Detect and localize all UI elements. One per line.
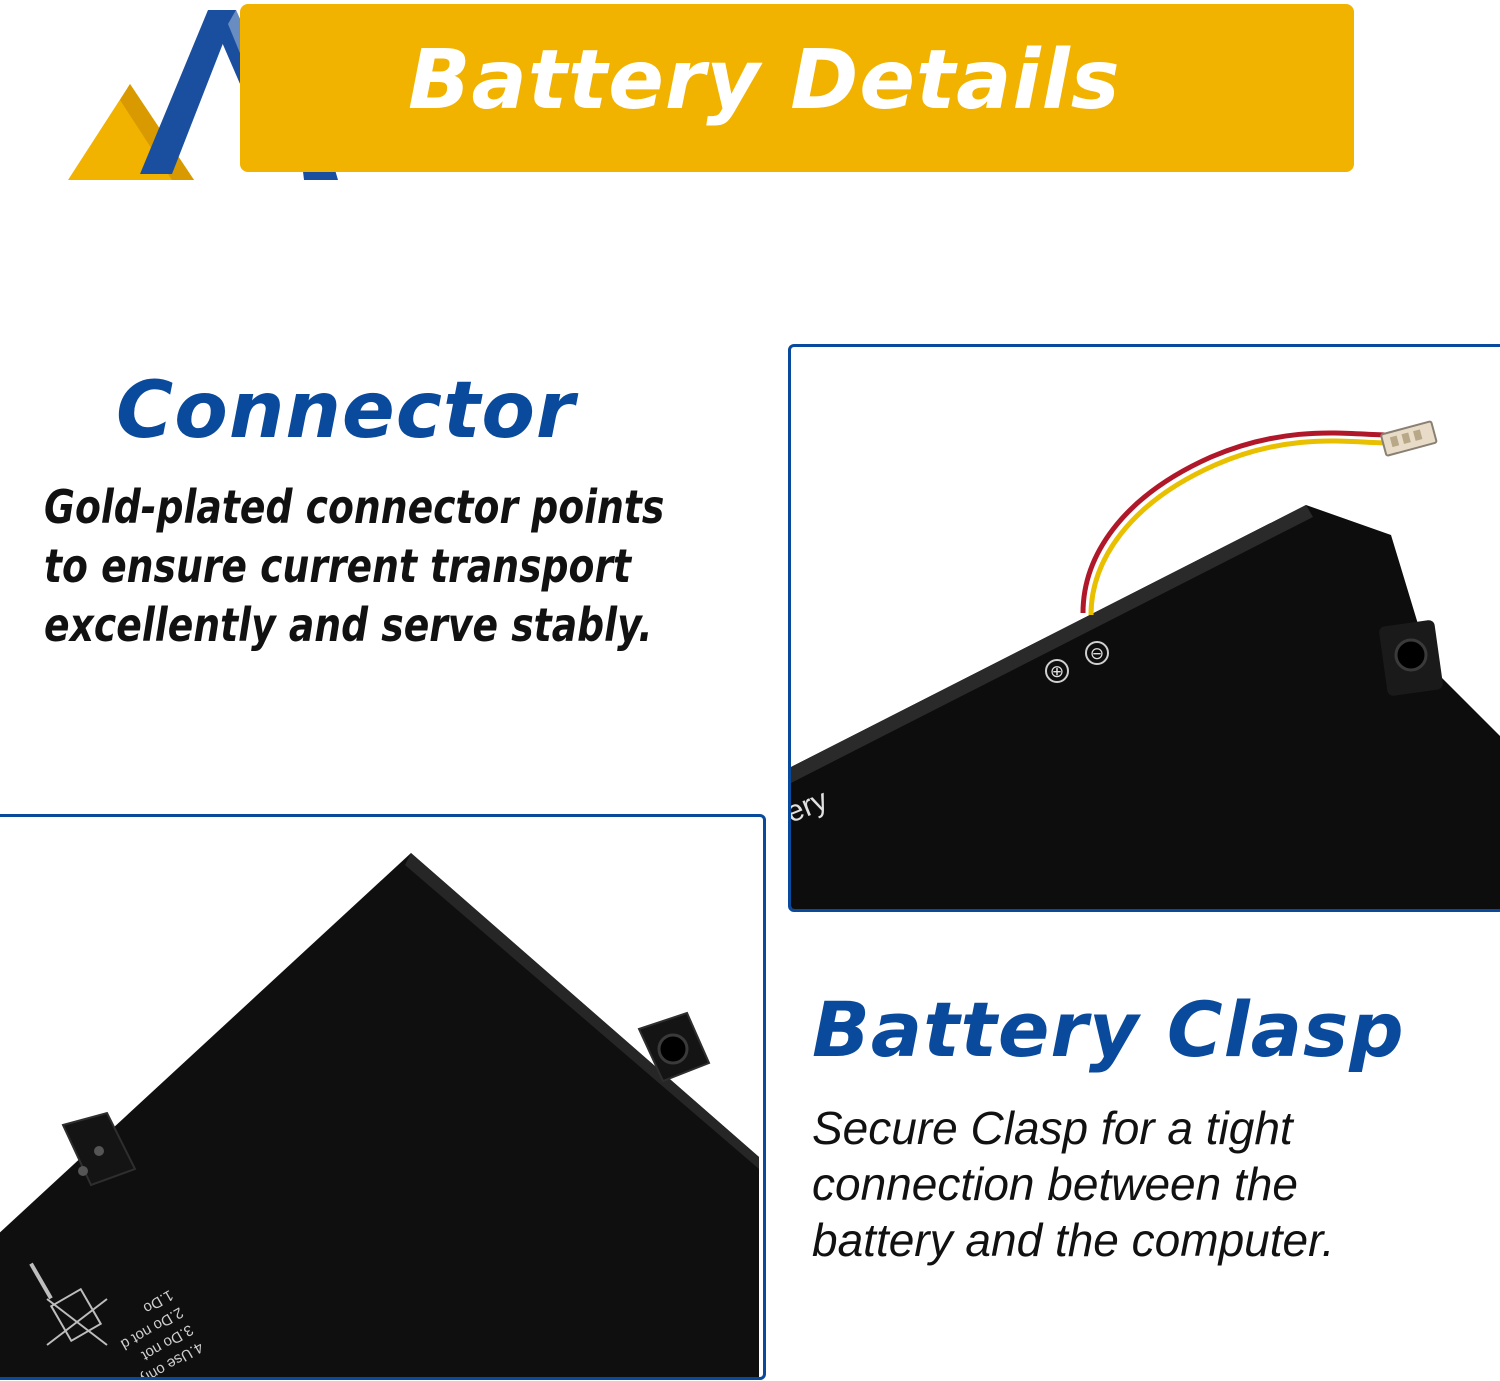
positive-symbol: ⊕ — [1050, 662, 1064, 681]
title-banner: Battery Details — [240, 4, 1354, 172]
mounting-tab — [1379, 620, 1443, 696]
connector-plug — [1380, 420, 1438, 457]
negative-symbol: ⊖ — [1090, 644, 1104, 663]
battery-clasp-description: Secure Clasp for a tight connection betw… — [812, 1100, 1335, 1268]
connector-description-line: to ensure current transport — [44, 539, 632, 593]
connector-heading: Connector — [116, 366, 576, 456]
connector-photo: ⊕ ⊖ ery — [788, 344, 1500, 912]
red-wire — [1080, 430, 1390, 614]
polarity-symbols: ⊕ ⊖ — [1045, 641, 1109, 683]
recycle-bin-crossed-icon — [29, 1262, 108, 1346]
clasp-description-line: Secure Clasp for a tight — [812, 1102, 1293, 1154]
yellow-wire — [1088, 438, 1390, 616]
left-clasp — [61, 1111, 137, 1187]
connector-photo-illustration: ⊕ ⊖ ery — [791, 420, 1500, 909]
connector-description: Gold-plated connector points to ensure c… — [44, 478, 664, 655]
right-clasp — [637, 1011, 711, 1083]
battery-clasp-photo-illustration: 4.Use only sp 3.Do not 2.Do not d 1.Do — [0, 853, 759, 1377]
clasp-description-line: battery and the computer. — [812, 1214, 1335, 1266]
battery-clasp-photo: 4.Use only sp 3.Do not 2.Do not d 1.Do — [0, 814, 766, 1380]
connector-description-line: Gold-plated connector points — [44, 480, 665, 534]
battery-clasp-heading: Battery Clasp — [812, 985, 1405, 1074]
clasp-description-line: connection between the — [812, 1158, 1298, 1210]
page-title: Battery Details — [408, 33, 1121, 128]
connector-description-line: excellently and serve stably. — [44, 598, 653, 652]
